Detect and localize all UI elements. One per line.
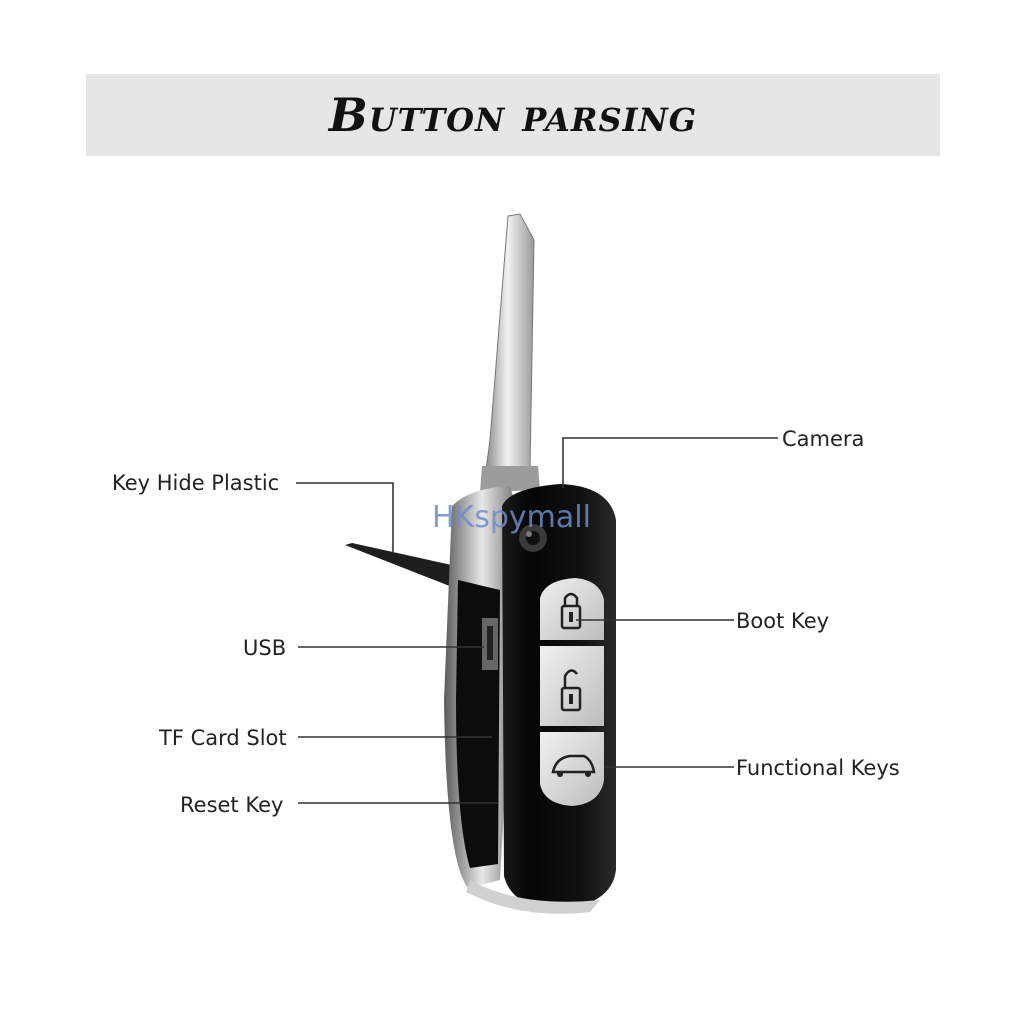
label-boot-key: Boot Key xyxy=(736,609,830,633)
padlock-open-icon xyxy=(560,669,582,712)
key-side-shell xyxy=(444,486,520,888)
padlock-closed-icon xyxy=(560,592,582,630)
label-tf-card-slot: TF Card Slot xyxy=(159,726,287,750)
watermark-text: HKspymall xyxy=(432,500,591,535)
button-top[interactable] xyxy=(540,578,604,640)
camera-callout-line xyxy=(562,437,778,488)
header-banner: Button parsing xyxy=(86,74,940,156)
label-functional-keys: Functional Keys xyxy=(736,756,900,780)
label-camera: Camera xyxy=(782,427,865,451)
label-key-hide-plastic: Key Hide Plastic xyxy=(112,471,280,495)
callout-lines xyxy=(296,437,778,804)
label-usb: USB xyxy=(243,636,287,660)
label-reset-key: Reset Key xyxy=(180,793,284,817)
key-blade xyxy=(480,213,540,492)
page-title: Button parsing xyxy=(328,88,698,142)
button-bottom[interactable] xyxy=(540,732,604,806)
key-hide-plastic-callout-line xyxy=(296,482,394,553)
button-middle[interactable] xyxy=(540,646,604,726)
car-trunk-icon xyxy=(551,754,596,777)
